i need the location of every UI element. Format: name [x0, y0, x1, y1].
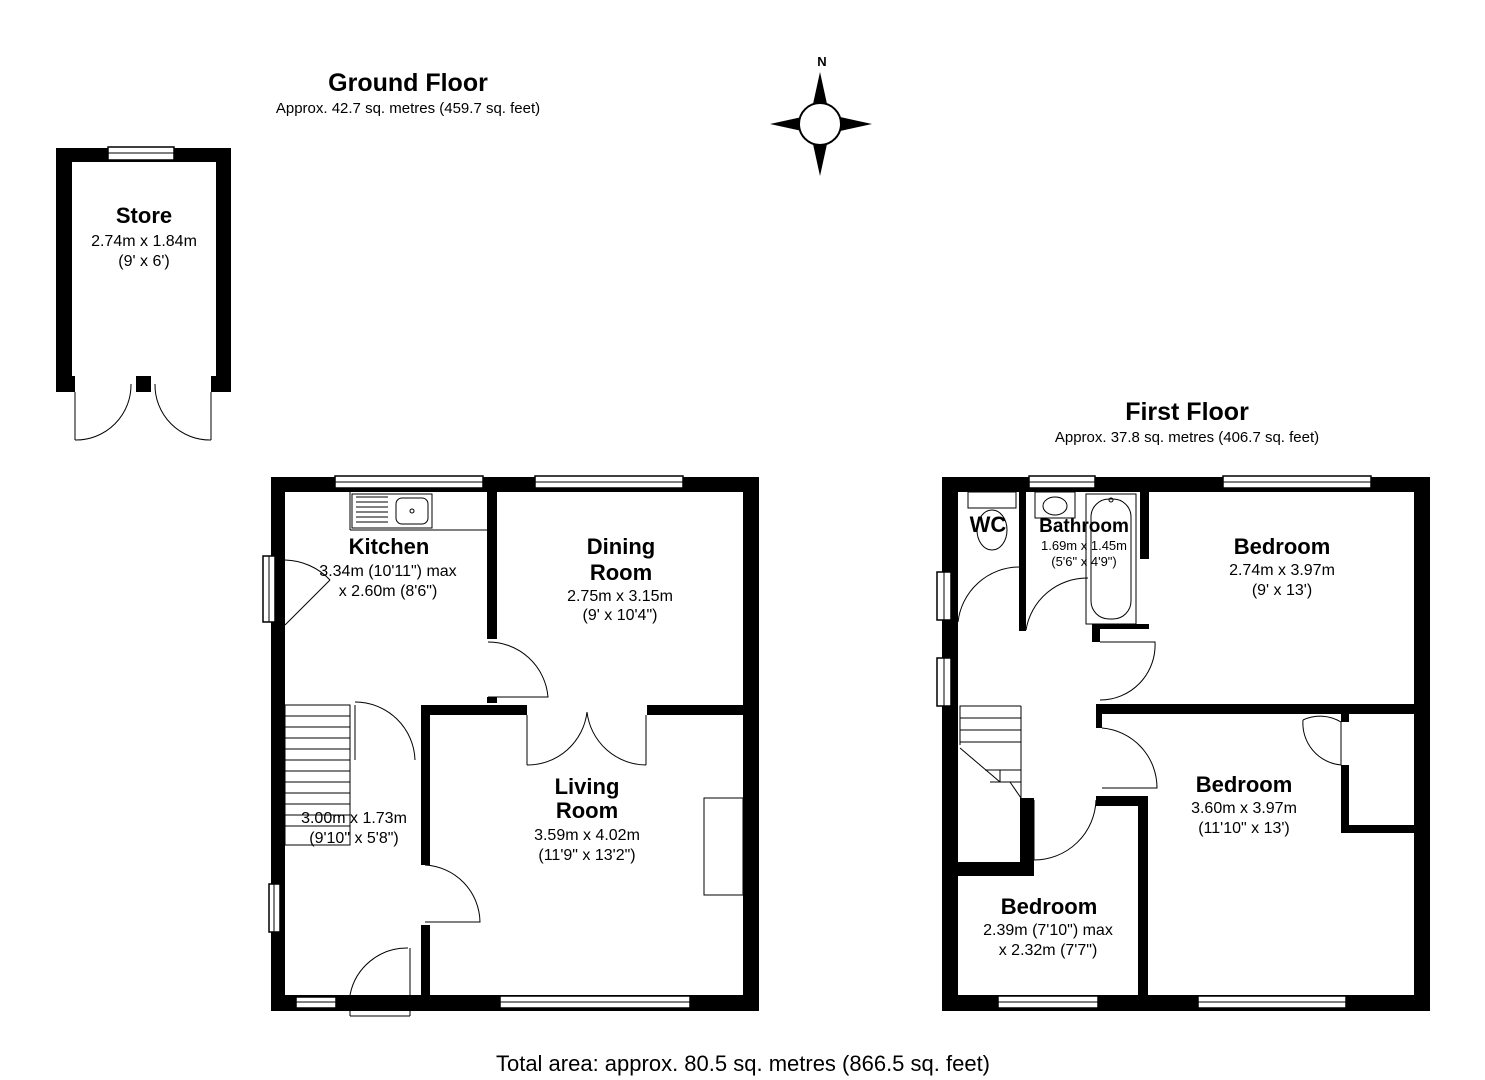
kitchen-dining-door — [487, 641, 549, 698]
bedroom1-dimension-imperial: (9' x 13') — [1252, 582, 1312, 599]
toilet-icon — [967, 491, 1017, 551]
hall-dimension-metric: 3.00m x 1.73m — [301, 810, 407, 827]
compass-north-label: N — [817, 54, 826, 69]
first-floor-title: First Floor — [1125, 398, 1249, 426]
store-dimension-metric: 2.74m x 1.84m — [91, 233, 197, 250]
dining-room-dimension-metric: 2.75m x 3.15m — [567, 588, 673, 605]
bathroom-name: Bathroom — [1039, 516, 1129, 537]
living-room-dimension-metric: 3.59m x 4.02m — [534, 827, 640, 844]
wc-name: WC — [970, 512, 1007, 537]
bedroom3-door — [1033, 799, 1097, 861]
bathroom-door — [1025, 577, 1089, 631]
store-outline — [56, 146, 231, 441]
dining-room-name-2: Room — [590, 560, 652, 585]
bedroom3-dimension-1: 2.39m (7'10") max — [983, 922, 1113, 939]
bedroom1-door — [1099, 641, 1156, 701]
bedroom2-name: Bedroom — [1196, 772, 1293, 797]
living-room-name-1: Living — [555, 774, 620, 799]
living-room-name-2: Room — [556, 798, 618, 823]
store-name: Store — [116, 203, 172, 228]
first-floor-stairs — [959, 705, 1022, 800]
hall-kitchen-door — [354, 701, 416, 761]
hall-dimension-imperial: (9'10" x 5'8") — [309, 830, 399, 847]
kitchen-side-door — [284, 559, 331, 626]
store-dimension-imperial: (9' x 6') — [118, 253, 169, 270]
kitchen-name: Kitchen — [349, 534, 430, 559]
hall-living-door — [424, 864, 481, 923]
ground-floor-stairs — [284, 704, 351, 846]
bathroom-dimension-imperial: (5'6" x 4'9") — [1051, 554, 1117, 569]
bedroom2-door — [1101, 727, 1158, 789]
bathroom-dimension-metric: 1.69m x 1.45m — [1041, 538, 1127, 553]
ground-floor-windows — [262, 475, 691, 1009]
bedroom3-dimension-2: x 2.32m (7'7") — [999, 942, 1098, 959]
kitchen-sink-icon — [349, 492, 490, 531]
total-area: Total area: approx. 80.5 sq. metres (866… — [496, 1051, 990, 1076]
ground-floor-area: Approx. 42.7 sq. metres (459.7 sq. feet) — [276, 100, 540, 117]
bedroom1-name: Bedroom — [1234, 534, 1331, 559]
ground-floor-title: Ground Floor — [328, 69, 488, 97]
dining-room-dimension-imperial: (9' x 10'4") — [583, 607, 658, 624]
first-floor-windows — [936, 475, 1372, 1009]
bedroom3-name: Bedroom — [1001, 894, 1098, 919]
bedroom1-dimension-metric: 2.74m x 3.97m — [1229, 562, 1335, 579]
bath-icon — [1085, 493, 1137, 625]
wc-door — [957, 566, 1020, 623]
kitchen-dimension-2: x 2.60m (8'6") — [339, 583, 438, 600]
living-room-dimension-imperial: (11'9" x 13'2") — [538, 847, 635, 864]
dining-room-name-1: Dining — [587, 534, 655, 559]
ground-floor-walls — [271, 477, 759, 1011]
fireplace — [703, 797, 744, 896]
basin-icon — [1034, 491, 1076, 519]
front-door — [349, 947, 411, 1017]
kitchen-dimension-1: 3.34m (10'11") max — [319, 563, 456, 580]
bedroom2-dimension-metric: 3.60m x 3.97m — [1191, 800, 1297, 817]
dining-living-double-door — [526, 711, 647, 766]
wardrobe-door — [1302, 715, 1342, 766]
bedroom2-dimension-imperial: (11'10" x 13') — [1198, 820, 1290, 837]
compass-icon: N — [770, 54, 872, 176]
first-floor-area: Approx. 37.8 sq. metres (406.7 sq. feet) — [1055, 429, 1319, 446]
